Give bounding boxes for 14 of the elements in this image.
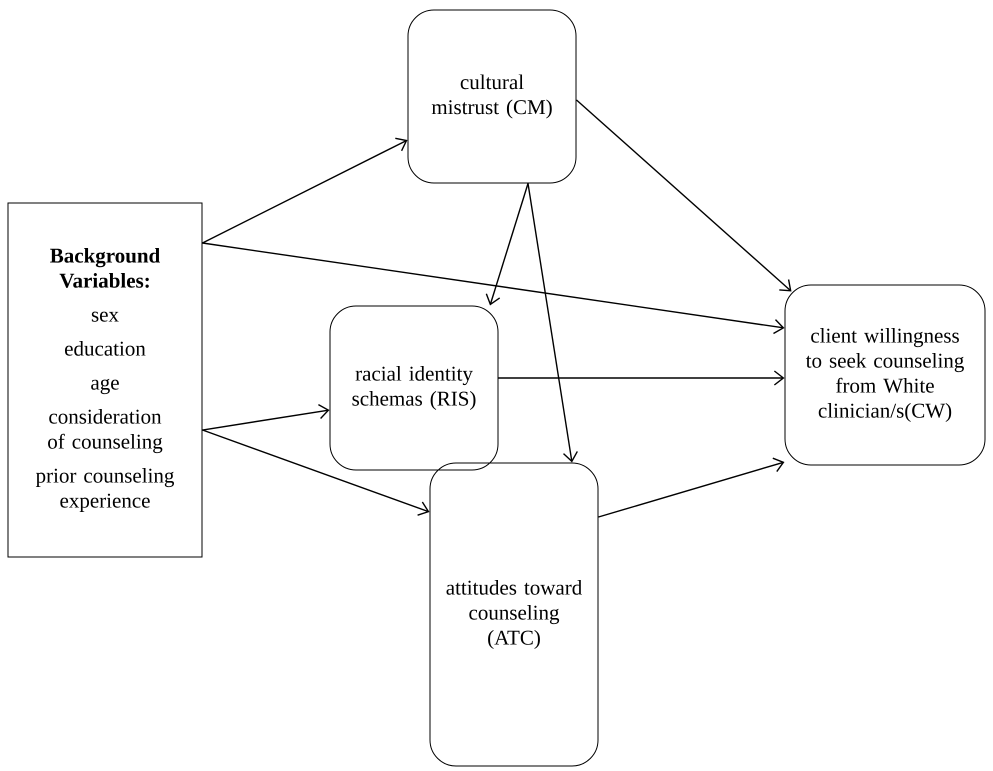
variables-box: Background Variables: sex education age consideration of counseling prior counseling experience [8, 202, 202, 558]
arrow [202, 242, 785, 334]
arrow [576, 99, 792, 292]
construct-box: attitudes toward counseling (ATC) [430, 462, 598, 766]
arrow [202, 404, 330, 431]
construct-box: racial identity schemas (RIS) [330, 306, 498, 470]
construct-box: cultural mistrust (CM) [408, 10, 576, 184]
arrow [498, 370, 785, 386]
arrow [527, 183, 578, 462]
arrow [202, 138, 408, 244]
construct-box: client willingness to seek counseling from White clinician/s(CW) [784, 284, 986, 466]
arrow [598, 458, 784, 518]
arrow [202, 429, 430, 516]
arrow [486, 183, 529, 306]
